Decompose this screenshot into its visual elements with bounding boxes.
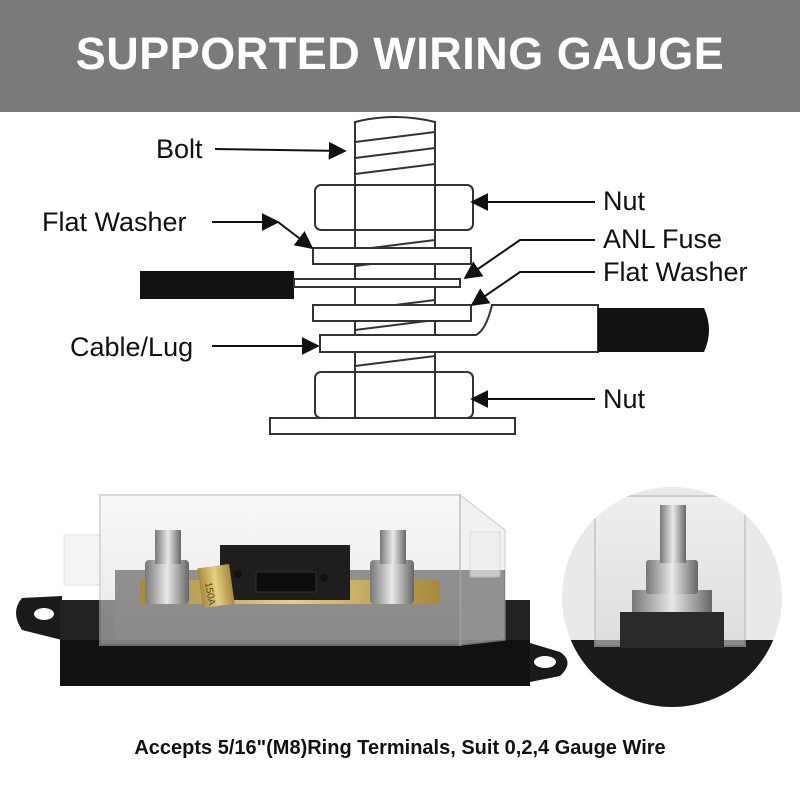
fuse-marking: 150A xyxy=(202,581,217,606)
label-nut-bottom: Nut xyxy=(603,384,646,414)
product-photos: 150A xyxy=(16,487,782,707)
bottom-nut-shape xyxy=(314,371,474,419)
label-flat-washer-left: Flat Washer xyxy=(42,207,187,237)
label-nut-top: Nut xyxy=(603,186,646,216)
fuse-holder-photo: 150A xyxy=(16,493,568,686)
upper-washer-shape xyxy=(312,247,472,265)
caption-text: Accepts 5/16"(M8)Ring Terminals, Suit 0,… xyxy=(134,737,666,759)
base-plate-shape xyxy=(269,417,516,435)
label-cable-lug: Cable/Lug xyxy=(70,332,193,362)
terminal-closeup-photo xyxy=(562,487,782,707)
anl-fuse-shape xyxy=(140,271,461,299)
top-nut-shape xyxy=(314,184,474,231)
header-banner: SUPPORTED WIRING GAUGE xyxy=(0,0,800,112)
label-anl-fuse: ANL Fuse xyxy=(603,224,722,254)
lower-washer-shape xyxy=(312,304,472,322)
label-flat-washer-right: Flat Washer xyxy=(603,257,748,287)
page-title: SUPPORTED WIRING GAUGE xyxy=(75,28,725,79)
label-bolt: Bolt xyxy=(156,134,203,164)
cable-lug-shape xyxy=(319,304,709,353)
assembly-diagram: Bolt Flat Washer Cable/Lug Nut ANL Fuse … xyxy=(42,116,748,435)
